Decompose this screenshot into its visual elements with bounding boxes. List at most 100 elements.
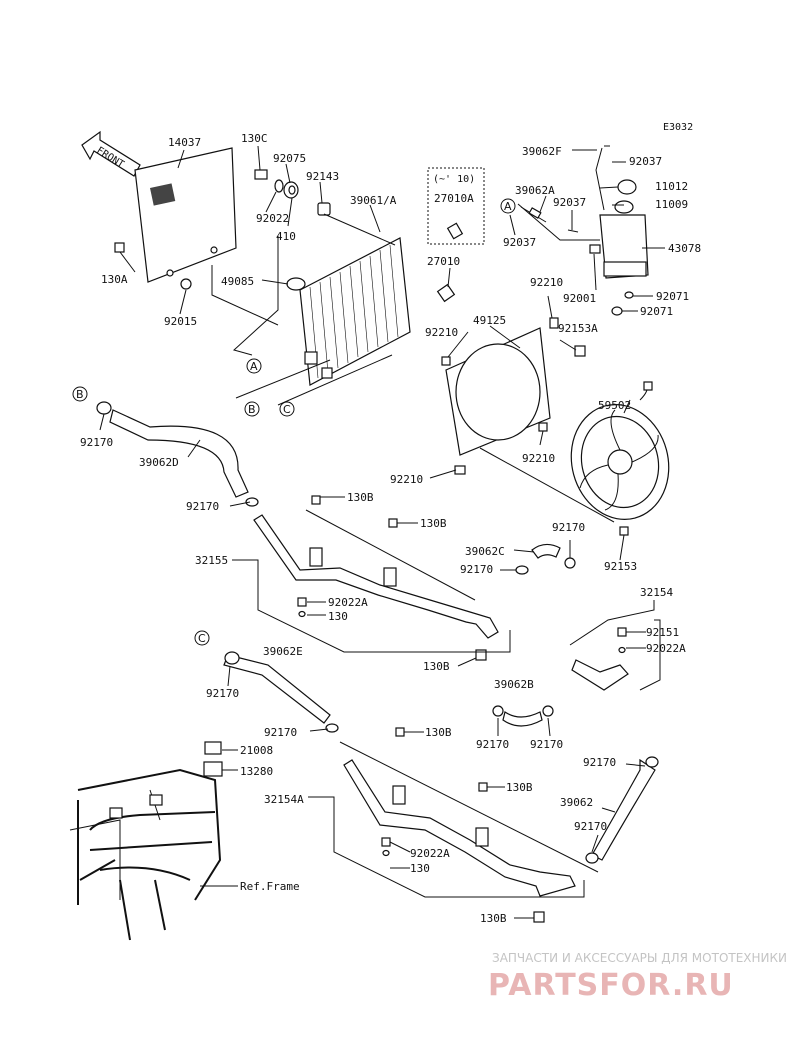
label-92001: 92001 (563, 292, 596, 305)
hose-39062 (585, 756, 659, 864)
pipe-assembly-32154a (343, 727, 576, 923)
label-39062: 39062 (560, 796, 593, 809)
svg-text:B: B (76, 388, 84, 401)
label-92022a-c: 92022A (410, 847, 450, 860)
hose-39062d (96, 401, 259, 507)
label-11009: 11009 (655, 198, 688, 211)
label-49125: 49125 (473, 314, 506, 327)
label-130b-a: 130B (347, 491, 374, 504)
watermark-tagline: ЗАПЧАСТИ И АКСЕССУАРЫ ДЛЯ МОТОТЕХНИКИ (492, 951, 787, 965)
label-130a: 130A (101, 273, 128, 286)
label-39062a: 39062A (515, 184, 555, 197)
label-92153: 92153 (604, 560, 637, 573)
svg-text:C: C (198, 632, 206, 645)
label-92037-c: 92037 (503, 236, 536, 249)
label-27010: 27010 (427, 255, 460, 268)
label-27010a: 27010A (434, 192, 474, 205)
svg-text:A: A (504, 200, 512, 213)
bolt-130c-icon (254, 169, 268, 180)
label-92170-f: 92170 (206, 687, 239, 700)
label-92015: 92015 (164, 315, 197, 328)
label-92022a-b: 92022A (646, 642, 686, 655)
callout-c-radiator: C (279, 401, 295, 417)
label-ref-frame: Ref.Frame (240, 880, 300, 893)
label-43078: 43078 (668, 242, 701, 255)
variant-box: (~' 10) (427, 167, 485, 245)
bracket-13280-icon (203, 761, 223, 777)
label-92210-a: 92210 (530, 276, 563, 289)
washer-410-icon (274, 179, 284, 193)
label-49085: 49085 (221, 275, 254, 288)
label-130b-e: 130B (506, 781, 533, 794)
reservoir-tank (589, 145, 649, 316)
label-39062c: 39062C (465, 545, 505, 558)
label-92210-c: 92210 (522, 452, 555, 465)
label-32154a: 32154A (264, 793, 304, 806)
label-92170-k: 92170 (574, 820, 607, 833)
collar-92075-icon (283, 181, 299, 199)
cooling-fan (570, 381, 670, 536)
label-92071-a: 92071 (656, 290, 689, 303)
label-11012: 11012 (655, 180, 688, 193)
label-59502: 59502 (598, 399, 631, 412)
svg-text:C: C (283, 403, 291, 416)
label-130b-b: 130B (420, 517, 447, 530)
callout-a-radiator: A (246, 358, 262, 374)
variant-note: (~' 10) (433, 174, 475, 185)
diagram-code: E3032 (663, 122, 693, 133)
label-32155: 32155 (195, 554, 228, 567)
label-130c: 130C (241, 132, 268, 145)
front-arrow-icon: FRONT (81, 130, 141, 177)
pipe-32154 (571, 627, 629, 691)
callout-b-hose: B (72, 386, 88, 402)
hose-39062c (515, 543, 576, 575)
bolt-130a-icon (114, 242, 125, 253)
label-130-b: 130 (410, 862, 430, 875)
leader-lines (99, 145, 665, 919)
label-92153a: 92153A (558, 322, 598, 335)
label-39062e: 39062E (263, 645, 303, 658)
label-39062b: 39062B (494, 678, 534, 691)
frame-reference (69, 768, 222, 941)
label-130b-d: 130B (425, 726, 452, 739)
damper-92143-icon (317, 202, 331, 216)
callout-b-radiator: B (244, 401, 260, 417)
label-92170-g: 92170 (476, 738, 509, 751)
label-92022-top: 92022 (256, 212, 289, 225)
label-92143: 92143 (306, 170, 339, 183)
label-32154: 32154 (640, 586, 673, 599)
hose-39062e (223, 651, 339, 733)
radiator-screen (134, 147, 237, 283)
label-92022a-a: 92022A (328, 596, 368, 609)
hose-39062b (492, 705, 554, 727)
label-92170-e: 92170 (460, 563, 493, 576)
label-14037: 14037 (168, 136, 201, 149)
label-92170-i: 92170 (264, 726, 297, 739)
grommet-92015-icon (180, 278, 192, 290)
label-92170-d: 92170 (552, 521, 585, 534)
callout-a-top: A (500, 198, 516, 214)
label-130b-c: 130B (423, 660, 450, 673)
watermark: ЗАПЧАСТИ И АКСЕССУАРЫ ДЛЯ МОТОТЕХНИКИ PA… (488, 951, 787, 1003)
label-92075: 92075 (273, 152, 306, 165)
fan-shroud (441, 317, 586, 475)
label-130-a: 130 (328, 610, 348, 623)
radiator (286, 237, 411, 386)
label-92170-h: 92170 (530, 738, 563, 751)
label-39061a: 39061/A (350, 194, 397, 207)
part-labels: 14037 130C 92075 92143 92022 410 39061/A… (80, 132, 701, 925)
label-130b-f: 130B (480, 912, 507, 925)
svg-text:B: B (248, 403, 256, 416)
label-92037-b: 92037 (553, 196, 586, 209)
label-92151: 92151 (646, 626, 679, 639)
svg-text:A: A (250, 360, 258, 373)
label-410: 410 (276, 230, 296, 243)
overflow-hose-39062a (520, 206, 579, 233)
label-21008: 21008 (240, 744, 273, 757)
label-92037-a: 92037 (629, 155, 662, 168)
watermark-brand: PARTSFOR.RU (488, 968, 734, 1003)
label-92210-d: 92210 (390, 473, 423, 486)
label-13280: 13280 (240, 765, 273, 778)
fan-switch-27010-icon (436, 283, 456, 303)
